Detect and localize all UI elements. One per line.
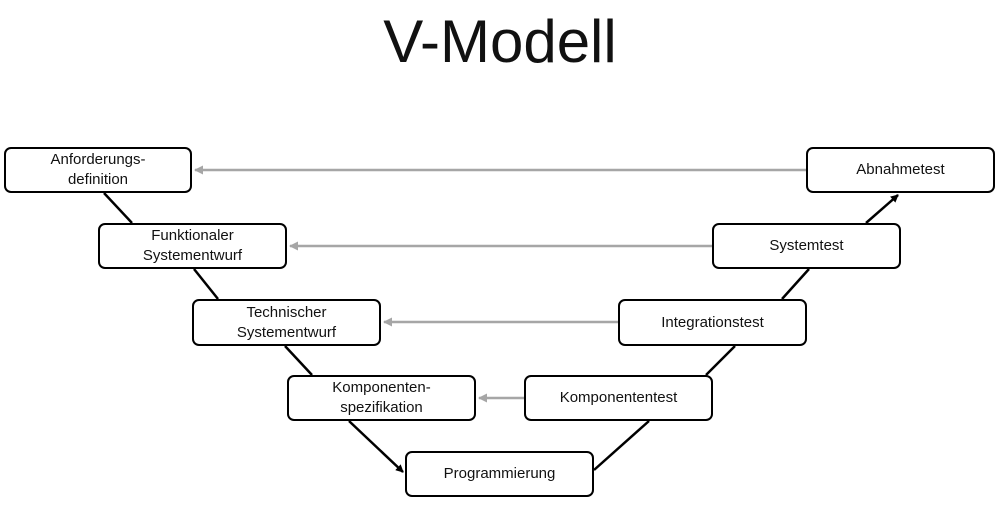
box-programmierung: Programmierung [405, 451, 594, 497]
diagram-title: V-Modell [383, 8, 617, 75]
box-technischer-systementwurf: Technischer Systementwurf [192, 299, 381, 346]
box-komponententest: Komponententest [524, 375, 713, 421]
flow-line-tec-kspz [284, 345, 313, 376]
box-abnahmetest: Abnahmetest [806, 147, 995, 193]
box-systemtest: Systemtest [712, 223, 901, 269]
flow-line-sys-abn [865, 194, 899, 224]
box-integrationstest: Integrationstest [618, 299, 807, 346]
flow-line-prog-ktest [593, 420, 650, 471]
box-komponentenspezifikation: Komponenten- spezifikation [287, 375, 476, 421]
flow-line-ktest-int [705, 345, 736, 376]
flow-line-kspz-prog [348, 420, 404, 473]
box-funktionaler-systementwurf: Funktionaler Systementwurf [98, 223, 287, 269]
flow-line-anf-fun [103, 192, 133, 224]
box-anforderungsdefinition: Anforderungs- definition [4, 147, 192, 193]
flow-line-fun-tec [193, 268, 219, 300]
flow-line-int-sys [781, 268, 810, 300]
